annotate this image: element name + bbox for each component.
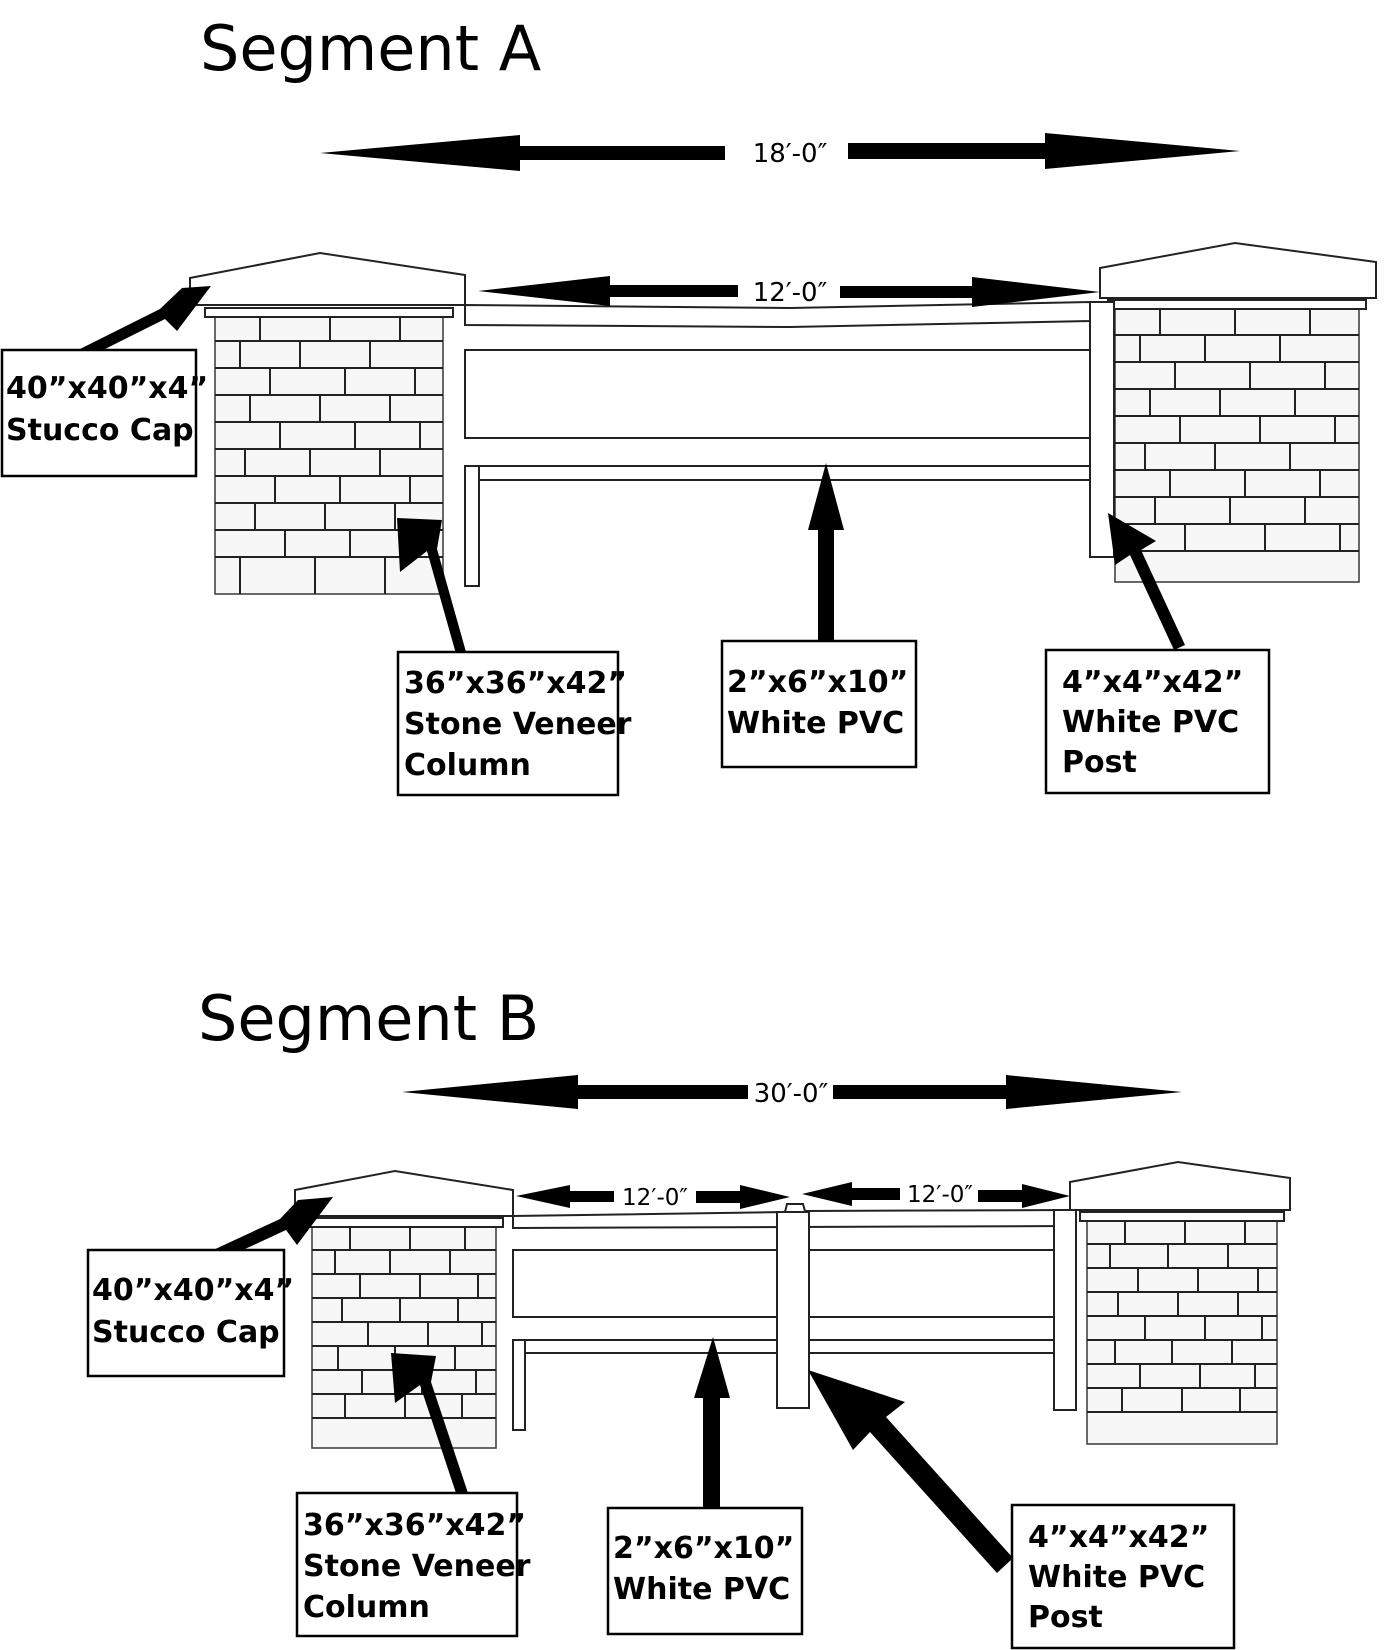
segment-b-rail-label-line-2: White PVC [613,1572,790,1607]
segment-a-span-dimension: 12′-0″ [478,276,1100,308]
segment-a-post-label-line-3: Post [1062,745,1137,780]
segment-a-left-column [189,251,466,595]
segment-a-post-label: 4”x4”x42” White PVC Post [1044,648,1271,795]
segment-b-post-label-line-1: 4”x4”x42” [1028,1520,1209,1555]
segment-b-post-pointer-arrow [808,1370,1013,1573]
segment-b-rail-label: 2”x6”x10” White PVC [606,1506,804,1636]
segment-a-cap-label-line-2: Stucco Cap [6,413,194,448]
segment-a-cap-label-line-1: 40”x40”x4” [6,371,208,406]
segment-a-span-dim-label: 12′-0″ [753,278,828,308]
segment-a-overall-dim-label: 18′-0″ [753,139,828,169]
segment-a-rail-pointer-arrow [808,463,844,648]
segment-b-rail-pointer-arrow [694,1337,730,1520]
segment-a-rail-label-line-2: White PVC [727,706,904,741]
segment-b-cap-label: 40”x40”x4” Stucco Cap [86,1248,294,1378]
segment-a-fence [464,300,1115,587]
segment-b-left-span-dimension: 12′-0″ [516,1185,790,1211]
segment-a-column-label-line-1: 36”x36”x42” [404,666,627,701]
segment-b-fence [512,1203,1077,1431]
segment-b-left-span-dim-label: 12′-0″ [622,1185,688,1211]
segment-b-column-pointer-arrow [391,1353,471,1505]
segment-b-right-span-dim-label: 12′-0″ [907,1182,973,1208]
segment-b-post-label-line-2: White PVC [1028,1560,1205,1595]
segment-b-post-label: 4”x4”x42” White PVC Post [1010,1503,1236,1650]
segment-a-title: Segment A [200,12,541,85]
segment-a-column-label-line-3: Column [404,748,531,783]
segment-a-right-column [1099,241,1377,583]
segment-b-rail-label-line-1: 2”x6”x10” [613,1531,794,1566]
segment-b-right-column [1069,1160,1291,1445]
segment-b-cap-label-line-1: 40”x40”x4” [92,1273,294,1308]
segment-a-column-label: 36”x36”x42” Stone Veneer Column [396,650,632,797]
segment-a-rail-label: 2”x6”x10” White PVC [720,639,918,769]
segment-b-cap-label-line-2: Stucco Cap [92,1315,280,1350]
segment-a-cap-label: 40”x40”x4” Stucco Cap [0,348,208,478]
segment-a-post-label-line-1: 4”x4”x42” [1062,665,1243,700]
segment-a-column-pointer-arrow [397,518,468,661]
segment-b-overall-dim-label: 30′-0″ [754,1079,829,1109]
segment-b-column-label: 36”x36”x42” Stone Veneer Column [295,1491,531,1638]
segment-b-column-label-line-3: Column [303,1590,430,1625]
segment-a-rail-label-line-1: 2”x6”x10” [727,665,908,700]
segment-b-column-label-line-2: Stone Veneer [303,1549,531,1584]
segment-a-cap-pointer-arrow [72,286,211,363]
segment-b-column-label-line-1: 36”x36”x42” [303,1508,526,1543]
segment-b-overall-dimension: 30′-0″ [402,1075,1182,1109]
segment-a-post-pointer-arrow [1108,513,1185,650]
segment-a-overall-dimension: 18′-0″ [320,133,1240,171]
segment-b-title: Segment B [198,982,539,1055]
segment-b-left-column [294,1169,514,1449]
segment-b-right-span-dimension: 12′-0″ [802,1182,1070,1208]
segment-a-post-label-line-2: White PVC [1062,705,1239,740]
segment-a-column-label-line-2: Stone Veneer [404,707,632,742]
segment-b-post-label-line-3: Post [1028,1600,1103,1635]
